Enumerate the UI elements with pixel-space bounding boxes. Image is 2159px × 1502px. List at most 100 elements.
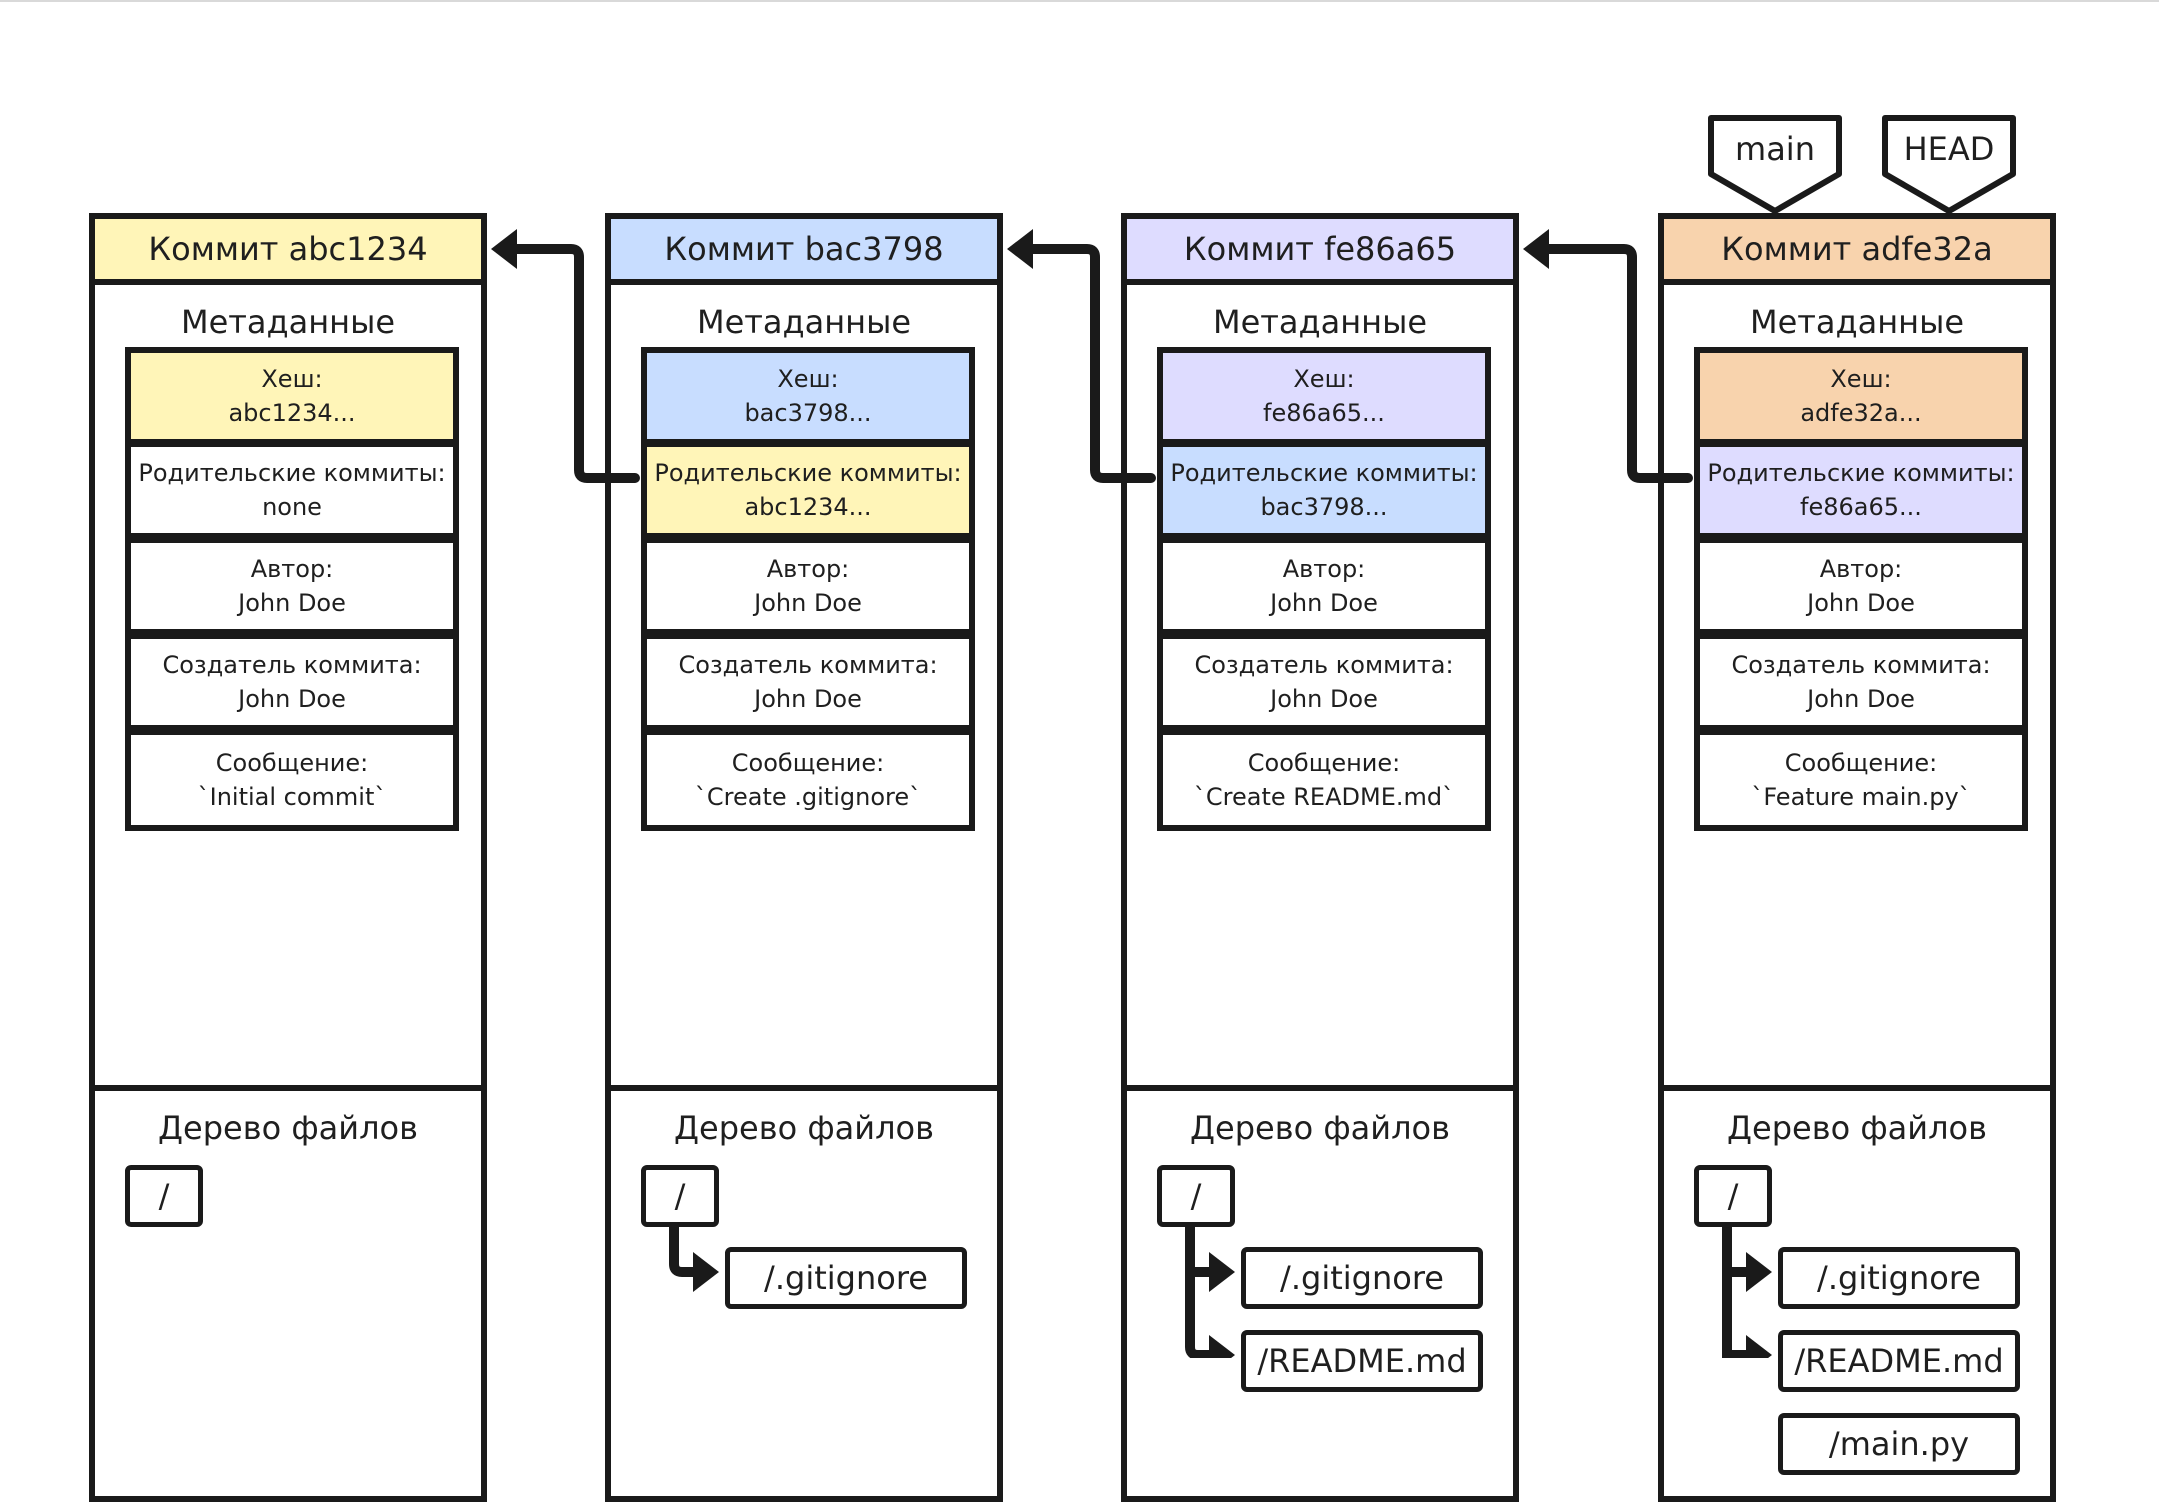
connector-layer (491, 229, 1772, 1358)
field-label: Хеш: (777, 365, 839, 393)
parents-field: Родительские коммиты: bac3798... (1163, 447, 1485, 533)
commit-card: Коммит fe86a65 Метаданные Хеш: fe86a65...… (1121, 213, 1519, 1502)
tree-branch-arrowhead (693, 1252, 719, 1292)
field-value: John Doe (1807, 685, 1915, 713)
message-field: Сообщение: `Feature main.py` (1700, 735, 2022, 825)
file-tree-section: Дерево файлов / (89, 1085, 487, 1502)
parent-link-arrowhead (1007, 229, 1033, 269)
parent-link-arrowhead (491, 229, 517, 269)
tree-branch-arrowhead (1746, 1252, 1772, 1292)
file-tree-section: Дерево файлов / /.gitignore (605, 1085, 1003, 1502)
field-label: Создатель коммита: (162, 651, 422, 679)
ref-tag-shape (1708, 115, 1842, 214)
tree-branch-line (669, 1216, 702, 1277)
message-field: Сообщение: `Initial commit` (131, 735, 453, 825)
metadata-fields: Хеш: abc1234... Родительские коммиты: none… (125, 347, 459, 831)
field-value: `Create .gitignore` (694, 783, 922, 811)
field-label: Родительские коммиты: (654, 459, 962, 487)
metadata-title: Метаданные (1212, 303, 1428, 341)
tree-branch-arrowhead (1209, 1252, 1235, 1292)
tree-root-node: / (1694, 1165, 1772, 1227)
tree-branch-arrowhead (1746, 1335, 1772, 1358)
field-value: John Doe (1270, 685, 1378, 713)
field-label: Хеш: (1293, 365, 1355, 393)
metadata-fields: Хеш:adfe32a... Родительские коммиты:fe86… (1694, 347, 2028, 831)
commit-card: Коммит bac3798 Метаданные Хеш:bac3798...… (605, 213, 1003, 1502)
commit-header: Коммит adfe32a (1658, 213, 2056, 285)
field-value: bac3798... (1260, 493, 1388, 521)
field-label: Родительские коммиты: (1707, 459, 2015, 487)
field-label: Создатель коммита: (678, 651, 938, 679)
tree-file-node: /.gitignore (725, 1247, 967, 1309)
metadata-section: Метаданные Хеш: abc1234... Родительские к… (89, 279, 487, 1091)
field-value: `Initial commit` (197, 783, 387, 811)
ref-tag-head: HEAD (1878, 112, 2020, 214)
field-value: John Doe (238, 685, 346, 713)
ref-tag-shape (1882, 115, 2016, 214)
field-label: Автор: (766, 555, 850, 583)
field-value: `Create README.md` (1193, 783, 1455, 811)
parent-link-arrowhead (1523, 229, 1549, 269)
parent-link-arrow (506, 244, 640, 483)
field-label: Хеш: (261, 365, 323, 393)
tree-root-node: / (641, 1165, 719, 1227)
field-value: fe86a65... (1263, 399, 1385, 427)
field-value: adfe32a... (1800, 399, 1922, 427)
metadata-section: Метаданные Хеш:bac3798... Родительские к… (605, 279, 1003, 1091)
file-tree-section: Дерево файлов / /.gitignore /README.md (1121, 1085, 1519, 1502)
field-label: Сообщение: (1784, 749, 1938, 777)
ref-tag-label: HEAD (1903, 130, 1995, 168)
commit-card: Коммит abc1234 Метаданные Хеш:abc1234...… (89, 213, 487, 1502)
tree-file-node: /README.md (1241, 1330, 1483, 1392)
commit-header: Коммит fe86a65 (1121, 213, 1519, 285)
hash-field: Хеш:bac3798... (647, 353, 969, 439)
field-label: Автор: (1819, 555, 1903, 583)
tree-file-node: /.gitignore (1778, 1247, 2020, 1309)
tree-branch-line (1185, 1216, 1218, 1358)
tree-root-node: / (125, 1165, 203, 1227)
metadata-fields: Хеш:bac3798... Родительские коммиты: abc1… (641, 347, 975, 831)
metadata-title: Метаданные (696, 303, 912, 341)
commit-card: Коммит adfe32a Метаданные Хеш:adfe32a...… (1658, 213, 2056, 1502)
top-divider (0, 0, 2159, 2)
metadata-fields: Хеш: fe86a65... Родительские коммиты: bac3… (1157, 347, 1491, 831)
message-field: Сообщение: `Create .gitignore` (647, 735, 969, 825)
field-value: John Doe (1807, 589, 1915, 617)
parents-field: Родительские коммиты: abc1234... (647, 447, 969, 533)
metadata-title: Метаданные (1749, 303, 1965, 341)
hash-field: Хеш: abc1234... (131, 353, 453, 439)
field-label: Родительские коммиты: (1170, 459, 1478, 487)
field-value: `Feature main.py` (1751, 783, 1971, 811)
field-label: Автор: (250, 555, 334, 583)
parents-field: Родительские коммиты: none (131, 447, 453, 533)
metadata-title: Метаданные (180, 303, 396, 341)
file-tree-section: Дерево файлов / /.gitignore /README.md /… (1658, 1085, 2056, 1502)
field-label: Создатель коммита: (1731, 651, 1991, 679)
metadata-section: Метаданные Хеш:adfe32a... Родительские к… (1658, 279, 2056, 1091)
field-value: John Doe (238, 589, 346, 617)
hash-field: Хеш:adfe32a... (1700, 353, 2022, 439)
field-label: Сообщение: (1247, 749, 1401, 777)
field-value: abc1234... (744, 493, 872, 521)
tree-file-node: /README.md (1778, 1330, 2020, 1392)
field-value: John Doe (1270, 589, 1378, 617)
field-value: abc1234... (228, 399, 356, 427)
field-value: none (262, 493, 322, 521)
committer-field: Создатель коммита: John Doe (1163, 639, 1485, 725)
committer-field: Создатель коммита:John Doe (647, 639, 969, 725)
field-label: Сообщение: (731, 749, 885, 777)
author-field: Автор:John Doe (1163, 543, 1485, 629)
author-field: Автор:John Doe (647, 543, 969, 629)
parent-link-arrow (1022, 244, 1156, 483)
tree-root-node: / (1157, 1165, 1235, 1227)
file-tree-title: Дерево файлов (1727, 1109, 1987, 1147)
committer-field: Создатель коммита: John Doe (1700, 639, 2022, 725)
metadata-section: Метаданные Хеш: fe86a65... Родительские к… (1121, 279, 1519, 1091)
tree-file-node: /main.py (1778, 1413, 2020, 1475)
ref-tag-main: main (1704, 112, 1846, 214)
ref-tag-label: main (1735, 130, 1815, 168)
field-label: Создатель коммита: (1194, 651, 1454, 679)
committer-field: Создатель коммита: John Doe (131, 639, 453, 725)
field-label: Родительские коммиты: (138, 459, 446, 487)
field-label: Сообщение: (215, 749, 369, 777)
